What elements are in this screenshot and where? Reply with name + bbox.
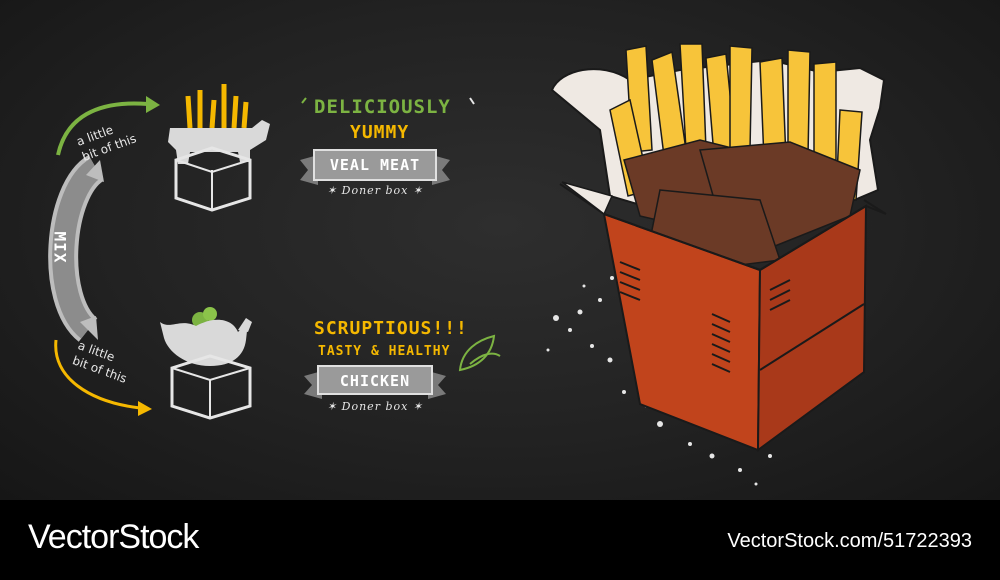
veal-ribbon-label: VEAL MEAT [329,156,421,174]
image-id: VectorStock.com/51722393 [727,530,972,552]
mix-band [48,155,106,342]
chicken-headline-1: SCRUPTIOUS!!! [314,318,468,339]
chicken-subtitle-text: Doner box [341,400,409,413]
mix-label: MIX [50,231,70,264]
chalkboard: a little bit of this a little bit of thi… [0,0,1000,500]
chicken-ribbon-label: CHICKEN [339,372,411,390]
green-arrow [56,96,160,156]
chicken-ribbon [304,334,501,399]
veal-ribbon [300,97,475,185]
chicken-headline-2: TASTY & HEALTHY [318,344,451,359]
veal-headline-2: YUMMY [350,122,410,143]
chicken-subtitle: ✶ Doner box ✶ [326,400,424,413]
veal-subtitle: ✶ Doner box ✶ [326,184,424,197]
chalk-illustration [48,43,887,486]
veal-box-icon [168,84,270,212]
chalk-splatter [546,276,772,486]
veal-headline-1: DELICIOUSLY [314,96,451,118]
brand-logo: VectorStock [28,518,199,556]
footer-bar [0,500,1000,580]
yellow-arrow [54,339,152,416]
chicken-box-icon [160,307,252,420]
veal-subtitle-text: Doner box [341,184,409,197]
doner-box-illustration [550,43,887,452]
